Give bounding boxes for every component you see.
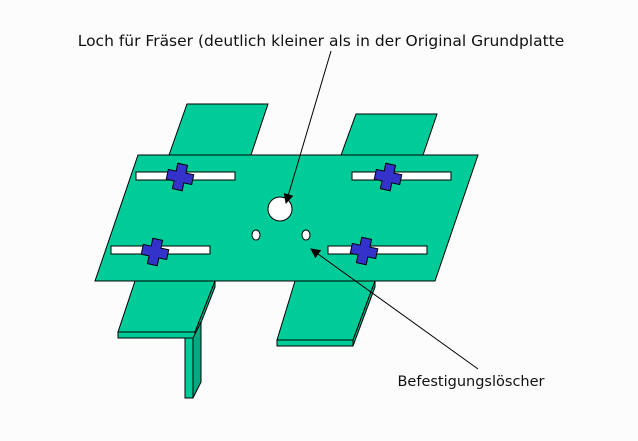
clamp-bottom-right <box>349 236 379 266</box>
left-rail-top-section <box>167 103 269 159</box>
mount-holes-label: Befestigungslöscher <box>397 374 544 390</box>
cutter-hole-label: Loch für Fräser (deutlich kleiner als in… <box>78 32 565 50</box>
mount-holes-leader <box>310 248 479 370</box>
clamp-bottom-left <box>140 237 170 267</box>
mount-hole-left <box>251 229 261 241</box>
cutter-hole-leader <box>283 50 332 204</box>
left-rail-front-edge <box>117 331 196 339</box>
right-rail-side-face <box>352 280 376 347</box>
right-rail-bottom-section <box>276 280 376 341</box>
clamp-top-left <box>165 162 195 192</box>
clamp-top-right <box>373 162 403 192</box>
right-rail-front-edge <box>276 339 354 347</box>
right-rail-top-section <box>339 113 438 159</box>
mount-hole-right <box>301 229 311 241</box>
left-rail-vertical-leg <box>184 337 194 399</box>
left-rail <box>117 103 269 399</box>
left-rail-leg-side <box>192 321 202 399</box>
clamps <box>140 162 403 267</box>
cutter-hole <box>267 196 293 222</box>
right-rail <box>276 113 438 347</box>
